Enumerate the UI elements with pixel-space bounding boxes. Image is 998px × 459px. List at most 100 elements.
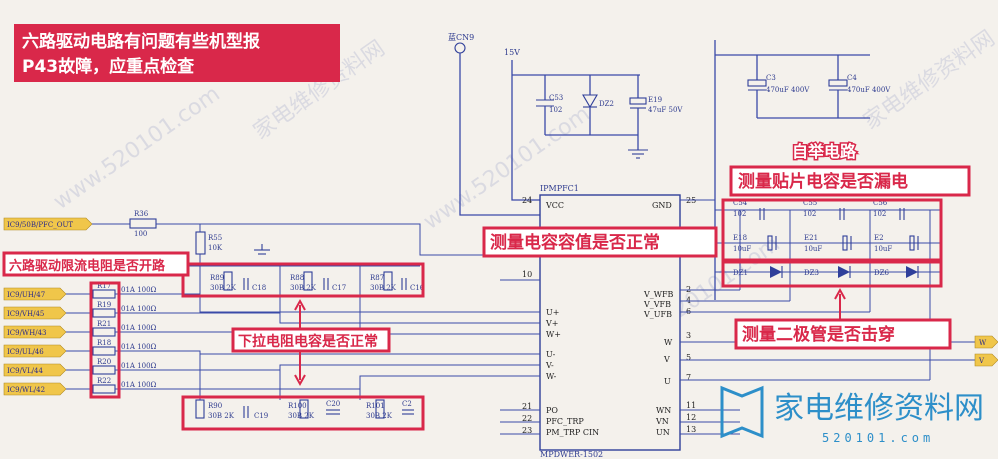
c4-ref: C4 (847, 74, 857, 82)
pin-name: PM_TRP CIN (546, 428, 599, 437)
ic-right-pins: 25 GND 2 V_WFB 4 V_VFB 6 V_UFB 3 W 5 V 7… (643, 196, 998, 437)
c53-val: 102 (549, 106, 562, 114)
pin-name: WN (656, 406, 671, 415)
pin-name: VCC (545, 201, 564, 210)
pin-name: V- (545, 361, 554, 370)
resistor-body (92, 346, 116, 356)
resistor-body (375, 399, 385, 419)
logo-text: 家电维修资料网 (774, 391, 984, 426)
pulldown-c-ref: C18 (252, 284, 266, 292)
pulldown-r-val: 30B 2K (366, 412, 393, 420)
arrow-head (294, 298, 306, 311)
net-label-text: IC9/UL/46 (7, 348, 44, 356)
resistor-body (223, 271, 233, 291)
net-label-text: IC9/UH/47 (7, 291, 45, 299)
pulldown-c-ref: C2 (402, 400, 412, 408)
pulldown-r-ref: R90 (208, 402, 222, 410)
highlight-diodes (721, 260, 943, 288)
pulldown-r-val: 30B 2K (290, 284, 317, 292)
vcc-wire (511, 60, 540, 201)
net-label-v (974, 353, 998, 367)
resistor-val: 01A 100Ω (121, 362, 157, 370)
pin-name: W- (546, 372, 557, 381)
label-smd-cap: 测量贴片电容是否漏电 (738, 171, 908, 192)
bulk-cap-row: E18 10uF E21 10uF E2 10uF (715, 234, 940, 253)
resistor-val: 01A 100Ω (121, 381, 157, 389)
label-bootstrap: 自举电路 (792, 142, 857, 161)
bulk-cap-val: 10uF (733, 245, 751, 253)
input-resistors: R17 R19 R21 R18 R20 R22 01A 100Ω 01A 100… (66, 282, 540, 394)
pin-num: 24 (522, 196, 532, 205)
pin-name: W+ (546, 330, 561, 339)
label-pulldown-box (231, 327, 391, 353)
net-label-w (974, 335, 998, 349)
pulldown-r-ref: R88 (290, 274, 304, 282)
r36-ref: R36 (134, 210, 149, 218)
highlight-input-resistors (89, 281, 121, 399)
resistor-body (92, 365, 116, 375)
pulldown-c-ref: C20 (326, 400, 340, 408)
pin-num: 3 (686, 331, 691, 340)
pin-name: VN (655, 417, 669, 426)
smd-cap-val: 102 (873, 210, 886, 218)
pulldown-r-val: 30B 2K (288, 412, 315, 420)
supply-label: 15V (504, 48, 520, 57)
pulldown-r-val: 30B 2K (210, 284, 237, 292)
resistor-body (303, 271, 313, 291)
ic-name-bottom: MPDWER-1502 (540, 450, 603, 459)
pin-num: 11 (686, 401, 696, 410)
net-label-w-text: W (979, 339, 987, 347)
cn9-label: 蓝CN9 (448, 32, 474, 42)
pin-name: V_VFB (643, 300, 671, 309)
resistor-val: 01A 100Ω (121, 324, 157, 332)
pin-name: UN (656, 428, 670, 437)
resistor-body (383, 271, 393, 291)
watermark: www.520101.com (49, 81, 225, 214)
pulldown-top: R89 30B 2K C18 R88 30B 2K C17 R87 30B 2K… (185, 244, 425, 332)
net-label-text: IC9/WL/42 (7, 386, 45, 394)
label-smd-cap-box (729, 165, 971, 197)
pin-num: 7 (686, 373, 691, 382)
c3-plate (747, 79, 767, 87)
net-label-text: IC9/VL/44 (7, 367, 43, 375)
book-icon (720, 385, 764, 439)
pin-name: U+ (546, 308, 559, 317)
net-label-text: IC9/VH/45 (7, 310, 44, 318)
net-label (3, 306, 67, 320)
site-logo: 家电维修资料网 520101.com (720, 385, 984, 445)
e19-val: 47uF 50V (648, 106, 683, 114)
highlight-pulldown-bottom (181, 395, 425, 431)
net-label (3, 363, 67, 377)
pfc-wire (156, 223, 540, 256)
label-limit-resistor: 六路驱动限流电阻是否开路 (9, 258, 166, 274)
pin-name: GND (652, 201, 672, 210)
resistor-body (299, 399, 309, 419)
resistor-body (195, 399, 205, 419)
e19-plate (629, 97, 647, 105)
pulldown-c-ref: C16 (410, 284, 425, 292)
ic-left-pins: 24 VCC 10 U+ V+ W+ U- V- W- 21 PO 22 PFC… (500, 196, 599, 437)
r36-body (129, 218, 157, 229)
watermark: 家电维修资料网 (859, 26, 998, 135)
label-diode-box (734, 318, 952, 350)
pin-name: PO (546, 406, 558, 415)
pin-name: W (664, 338, 673, 347)
bulk-cap-val: 10uF (804, 245, 822, 253)
pin-name: V+ (545, 319, 558, 328)
net-label (3, 325, 67, 339)
bulk-cap-plate (842, 235, 848, 251)
input-wire (115, 312, 540, 324)
diode-symbol (770, 266, 782, 278)
pin-num: 23 (522, 426, 532, 435)
net-label-v-text: V (978, 357, 985, 365)
resistor-body (92, 289, 116, 299)
net-label (3, 344, 67, 358)
c4-plate (828, 79, 848, 87)
net-label-text: IC9/WH/43 (7, 329, 47, 337)
resistor-ref: R18 (97, 339, 111, 347)
c3-ref: C3 (766, 74, 776, 82)
annotation-arrows (294, 287, 846, 387)
pin-name: V (663, 355, 670, 364)
r55-body (195, 231, 206, 255)
